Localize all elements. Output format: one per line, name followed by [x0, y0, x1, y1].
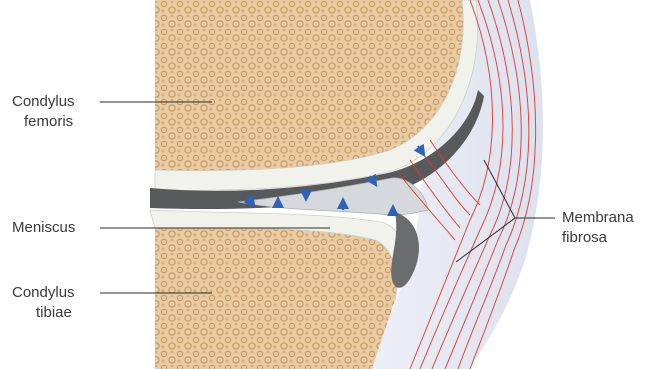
- label-membrana-fibrosa-line2: fibrosa: [562, 228, 634, 248]
- label-condylus-tibiae-line1: Condylus: [12, 283, 75, 303]
- label-membrana-fibrosa-line1: Membrana: [562, 208, 634, 228]
- label-condylus-tibiae: Condylus tibiae: [12, 283, 75, 323]
- label-condylus-femoris-line1: Condylus: [12, 92, 75, 112]
- label-meniscus-text: Meniscus: [12, 218, 75, 238]
- label-condylus-tibiae-line2: tibiae: [12, 303, 75, 323]
- label-meniscus: Meniscus: [12, 218, 75, 238]
- label-condylus-femoris: Condylus femoris: [12, 92, 75, 132]
- label-membrana-fibrosa: Membrana fibrosa: [562, 208, 634, 248]
- label-condylus-femoris-line2: femoris: [12, 112, 75, 132]
- tibial-condyle-bone: [155, 228, 397, 369]
